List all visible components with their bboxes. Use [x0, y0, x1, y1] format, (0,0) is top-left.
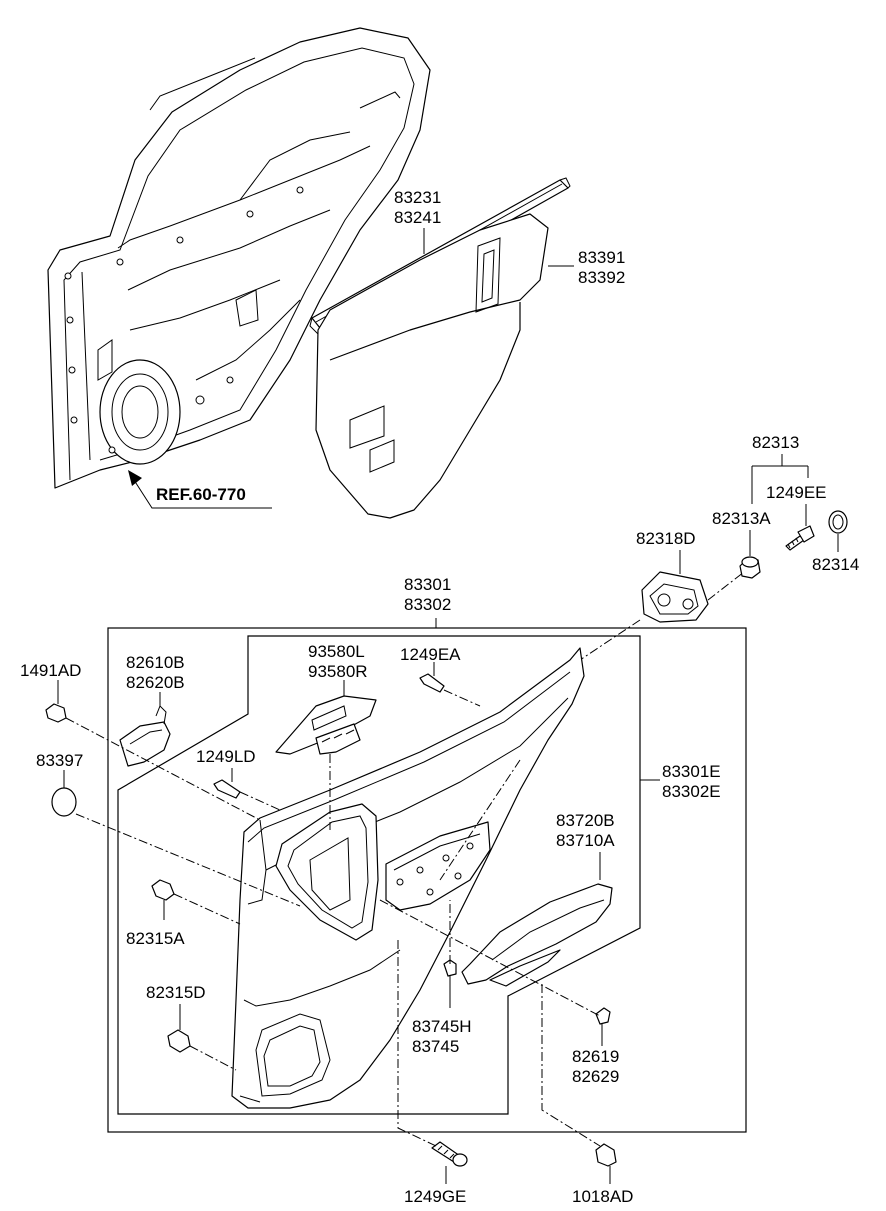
label-83301: 83301	[404, 575, 451, 594]
cap-82314: 82314	[812, 510, 859, 574]
clip-82315A: 82315A	[126, 879, 185, 948]
label-83397: 83397	[36, 751, 83, 770]
label-1491AD: 1491AD	[20, 661, 81, 680]
ref-label: REF.60-770	[156, 485, 246, 504]
label-82318D: 82318D	[636, 529, 696, 548]
label-82315A: 82315A	[126, 929, 185, 948]
assembly-centerlines	[65, 689, 601, 1147]
label-83710A: 83710A	[556, 831, 615, 850]
clip-83745H: 83745H 83745	[412, 959, 472, 1056]
inside-handle-82610B: 82610B 82620B	[119, 653, 185, 767]
label-1249EA: 1249EA	[400, 645, 461, 664]
screw-1249EA: 1249EA	[400, 645, 461, 693]
label-83745: 83745	[412, 1037, 459, 1056]
inside-handle-bezel	[275, 803, 379, 941]
label-82629: 82629	[572, 1067, 619, 1086]
power-window-switch: 93580L 93580R	[275, 642, 377, 755]
fastener-82313A: 82313A	[712, 509, 771, 579]
group-82313: 82313	[751, 433, 809, 504]
fastener-1018AD: 1018AD	[572, 1143, 633, 1206]
plug-83397: 83397	[36, 751, 83, 817]
label-1249LD: 1249LD	[196, 747, 256, 766]
clip-82315D: 82315D	[146, 983, 206, 1053]
label-82313A: 82313A	[712, 509, 771, 528]
label-93580L: 93580L	[308, 642, 365, 661]
label-83745H: 83745H	[412, 1017, 472, 1036]
clip-82619: 82619 82629	[572, 1007, 619, 1086]
armrest-83720B: 83720B 83710A	[461, 811, 615, 987]
label-83301E: 83301E	[662, 762, 721, 781]
door-frame	[47, 27, 431, 489]
screw-1249EE: 1249EE	[766, 483, 827, 551]
reinforcement-bracket	[385, 821, 491, 911]
label-83241: 83241	[394, 208, 441, 227]
label-83302: 83302	[404, 595, 451, 614]
sealing-cover-83391: 83391 83392	[315, 213, 625, 519]
label-1249EE: 1249EE	[766, 483, 827, 502]
label-93580R: 93580R	[308, 662, 368, 681]
label-1249GE: 1249GE	[404, 1187, 466, 1206]
screw-1249GE: 1249GE	[404, 1141, 468, 1206]
screw-1249LD: 1249LD	[196, 747, 256, 799]
label-82610B: 82610B	[126, 653, 185, 672]
label-82314: 82314	[812, 555, 859, 574]
label-82313: 82313	[752, 433, 799, 452]
label-82620B: 82620B	[126, 673, 185, 692]
bracket-82318D: 82318D	[636, 529, 709, 623]
fastener-1491AD: 1491AD	[20, 661, 81, 723]
label-83392: 83392	[578, 268, 625, 287]
label-83231: 83231	[394, 188, 441, 207]
ref-arrow: REF.60-770	[128, 470, 272, 509]
label-1018AD: 1018AD	[572, 1187, 633, 1206]
label-82619: 82619	[572, 1047, 619, 1066]
label-83391: 83391	[578, 248, 625, 267]
label-83720B: 83720B	[556, 811, 615, 830]
label-82315D: 82315D	[146, 983, 206, 1002]
trim-assembly-box: 83301 83302 83301E 83302E	[107, 575, 747, 1133]
label-83302E: 83302E	[662, 782, 721, 801]
